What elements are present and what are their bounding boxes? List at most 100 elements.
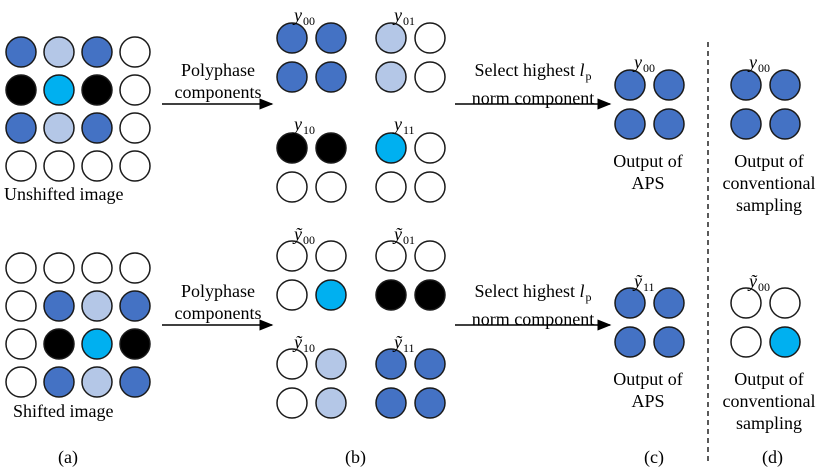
- component-y10-grid-cell-0-1: [315, 132, 347, 164]
- aps-output-bottom-grid: [614, 287, 685, 358]
- unshifted-image-grid-cell-1-2: [81, 74, 113, 106]
- aps-caption-top-line1: Output of: [613, 151, 683, 171]
- unshifted-image-grid-cell-0-1: [43, 36, 75, 68]
- aps-output-label-top: y00: [634, 52, 655, 75]
- component-ty10-grid-cell-0-1: [315, 348, 347, 380]
- unshifted-image-grid-cell-2-2: [81, 112, 113, 144]
- component-ty10-grid: [276, 348, 347, 419]
- unshifted-image-grid-cell-3-0: [5, 150, 37, 182]
- component-y11-grid-cell-1-0: [375, 171, 407, 203]
- conv-caption-top: Output of conventional sampling: [712, 150, 826, 216]
- unshifted-image-grid-cell-2-3: [119, 112, 151, 144]
- aps-output-top-grid-cell-1-0: [614, 108, 646, 140]
- aps-output-bottom-grid-cell-1-1: [653, 326, 685, 358]
- aps-caption-top-line2: APS: [631, 173, 665, 193]
- conv-caption-bottom-line1: Output of: [734, 369, 804, 389]
- shifted-image-grid-cell-1-3: [119, 290, 151, 322]
- component-y00-grid-cell-0-1: [315, 22, 347, 54]
- conv-output-bottom-grid-cell-0-1: [769, 287, 801, 319]
- component-y11-grid-cell-0-1: [414, 132, 446, 164]
- component-y01-grid: [375, 22, 446, 93]
- shifted-image-grid-cell-3-0: [5, 366, 37, 398]
- shifted-image-grid-cell-0-1: [43, 252, 75, 284]
- polyphase-label-bottom: Polyphase components: [160, 280, 276, 324]
- select-label-top-line2: norm component: [471, 88, 595, 108]
- aps-output-bottom-grid-cell-1-0: [614, 326, 646, 358]
- shifted-image-grid-cell-0-0: [5, 252, 37, 284]
- shifted-image-grid-cell-1-1: [43, 290, 75, 322]
- component-y11-grid: [375, 132, 446, 203]
- shifted-image-grid-cell-3-2: [81, 366, 113, 398]
- select-label-bottom-line1: Select highest lp: [474, 281, 592, 304]
- aps-output-bottom-grid-cell-0-0: [614, 287, 646, 319]
- unshifted-image-grid-cell-0-3: [119, 36, 151, 68]
- component-y11-grid-cell-1-1: [414, 171, 446, 203]
- component-ty10-grid-cell-1-0: [276, 387, 308, 419]
- unshifted-image-grid-cell-1-1: [43, 74, 75, 106]
- conv-output-top-grid-cell-0-1: [769, 69, 801, 101]
- component-y01-grid-cell-0-1: [414, 22, 446, 54]
- conv-caption-top-line2: conventional: [722, 173, 816, 193]
- component-label-y01: y01: [394, 5, 415, 28]
- unshifted-image-grid-cell-2-1: [43, 112, 75, 144]
- component-y11-grid-cell-0-0: [375, 132, 407, 164]
- component-ty11-grid-cell-1-1: [414, 387, 446, 419]
- shifted-image-grid-cell-3-1: [43, 366, 75, 398]
- conv-output-bottom-grid: [730, 287, 801, 358]
- conv-output-top-grid: [730, 69, 801, 140]
- component-ty01-grid-cell-0-0: [375, 240, 407, 272]
- component-label-ty00: ỹ00: [294, 224, 315, 247]
- component-y00-grid-cell-0-0: [276, 22, 308, 54]
- component-label-y10: y10: [294, 114, 315, 137]
- select-label-bottom-line2: norm component: [471, 309, 595, 329]
- component-ty01-grid-cell-1-1: [414, 279, 446, 311]
- aps-output-top-grid: [614, 69, 685, 140]
- component-ty00-grid-cell-0-1: [315, 240, 347, 272]
- conv-output-bottom-grid-cell-0-0: [730, 287, 762, 319]
- conv-caption-top-line1: Output of: [734, 151, 804, 171]
- shifted-image-grid-cell-1-0: [5, 290, 37, 322]
- unshifted-image-grid-cell-0-2: [81, 36, 113, 68]
- conv-output-bottom-grid-cell-1-1: [769, 326, 801, 358]
- aps-output-top-grid-cell-0-0: [614, 69, 646, 101]
- component-label-ty10: ỹ10: [294, 332, 315, 355]
- conv-output-top-grid-cell-1-0: [730, 108, 762, 140]
- shifted-image-grid-cell-1-2: [81, 290, 113, 322]
- component-y01-grid-cell-1-1: [414, 61, 446, 93]
- conv-caption-bottom-line2: conventional: [722, 391, 816, 411]
- component-y10-grid-cell-1-1: [315, 171, 347, 203]
- panel-label-c: (c): [644, 447, 664, 467]
- component-label-ty01: ỹ01: [394, 224, 415, 247]
- component-ty00-grid-cell-1-0: [276, 279, 308, 311]
- aps-caption-bottom: Output of APS: [596, 368, 700, 412]
- polyphase-label-top-line1: Polyphase: [181, 60, 255, 80]
- component-ty01-grid-cell-1-0: [375, 279, 407, 311]
- component-ty10-grid-cell-1-1: [315, 387, 347, 419]
- conv-caption-bottom-line3: sampling: [736, 413, 802, 433]
- component-ty11-grid-cell-0-0: [375, 348, 407, 380]
- component-ty11-grid-cell-0-1: [414, 348, 446, 380]
- unshifted-image-grid-cell-3-3: [119, 150, 151, 182]
- component-y01-grid-cell-1-0: [375, 61, 407, 93]
- component-y10-grid-cell-1-0: [276, 171, 308, 203]
- conv-caption-bottom: Output of conventional sampling: [712, 368, 826, 434]
- component-y01-grid-cell-0-0: [375, 22, 407, 54]
- component-ty10-grid-cell-0-0: [276, 348, 308, 380]
- unshifted-image-grid-cell-1-3: [119, 74, 151, 106]
- panel-label-d: (d): [762, 447, 783, 467]
- shifted-image-grid-cell-2-2: [81, 328, 113, 360]
- select-label-bottom: Select highest lp norm component: [452, 280, 614, 330]
- aps-output-label-bottom: ỹ11: [634, 271, 655, 294]
- polyphase-label-bottom-line2: components: [174, 303, 262, 323]
- unshifted-image-grid-cell-1-0: [5, 74, 37, 106]
- shifted-image-grid: [5, 252, 151, 398]
- polyphase-label-top-line2: components: [174, 82, 262, 102]
- shifted-image-caption: Shifted image: [13, 401, 114, 421]
- panel-label-a: (a): [58, 447, 78, 467]
- polyphase-label-top: Polyphase components: [160, 59, 276, 103]
- aps-caption-top: Output of APS: [596, 150, 700, 194]
- component-ty01-grid: [375, 240, 446, 311]
- panel-label-b: (b): [345, 447, 366, 467]
- component-ty11-grid: [375, 348, 446, 419]
